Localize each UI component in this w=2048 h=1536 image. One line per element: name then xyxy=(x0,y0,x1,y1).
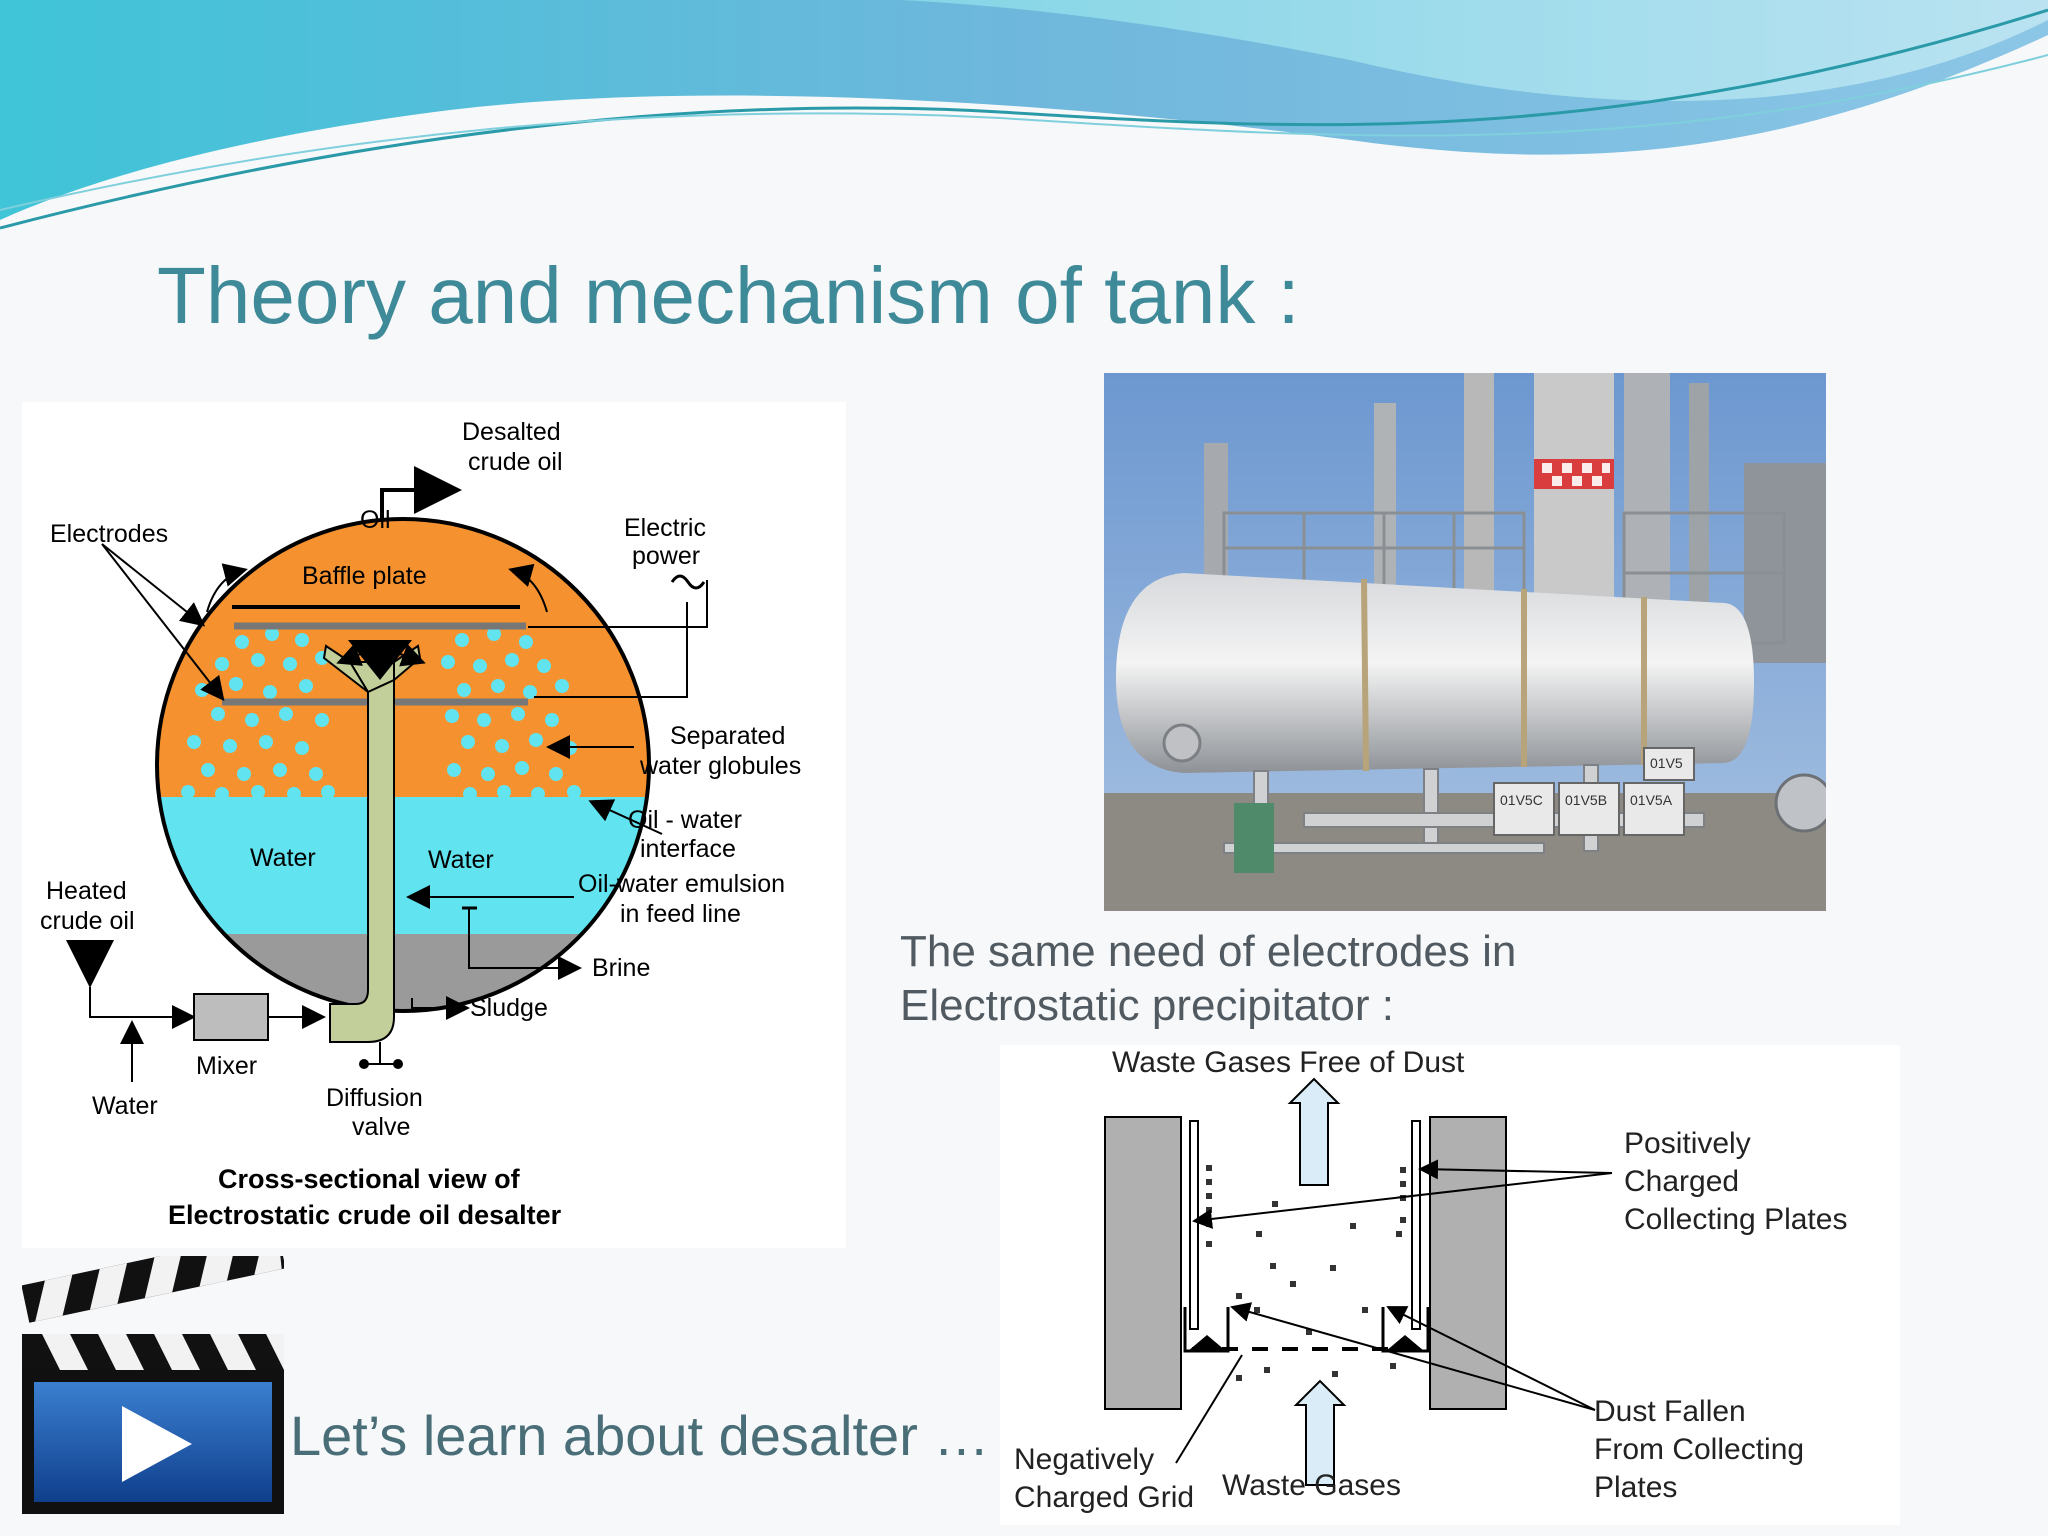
desalter-svg: Desalted crude oil Oil Electrodes Electr… xyxy=(40,418,801,1230)
mixer-box xyxy=(193,993,269,1041)
label-interface: Oil - water xyxy=(628,806,742,834)
esp-label-dust-fallen: Dust Fallen xyxy=(1594,1395,1746,1428)
horizontal-vessel xyxy=(1115,573,1754,773)
svg-text:From Collecting: From Collecting xyxy=(1594,1433,1804,1466)
label-mixer: Mixer xyxy=(196,1052,257,1080)
label-sludge: Sludge xyxy=(470,994,548,1022)
label-heated-crude: Heated xyxy=(46,877,127,905)
esp-label-positive-plates: Positively xyxy=(1624,1127,1751,1160)
label-electric-power: Electric xyxy=(624,514,706,542)
svg-text:interface: interface xyxy=(640,835,736,863)
svg-text:Charged Grid: Charged Grid xyxy=(1014,1481,1194,1514)
svg-text:power: power xyxy=(632,542,700,570)
tank-shell xyxy=(155,517,651,1013)
distributor-head xyxy=(348,640,412,680)
header-wave-decoration xyxy=(0,0,2048,230)
svg-text:Electrostatic crude oil desalt: Electrostatic crude oil desalter xyxy=(168,1200,562,1230)
esp-label-clean-gases: Waste Gases Free of Dust xyxy=(1112,1046,1465,1079)
diagram-caption: Cross-sectional view of xyxy=(218,1164,521,1194)
label-water-in: Water xyxy=(92,1092,158,1120)
video-link-learn-desalter[interactable]: Let’s learn about desalter … xyxy=(290,1404,990,1467)
refinery-photo: 01V5C 01V5B 01V5A 01V5 xyxy=(1104,373,1826,911)
svg-text:Collecting Plates: Collecting Plates xyxy=(1624,1203,1847,1236)
svg-text:Charged: Charged xyxy=(1624,1165,1739,1198)
photo-tag-2: 01V5B xyxy=(1565,792,1607,808)
clean-gas-arrow xyxy=(1287,1077,1341,1186)
feed-pipe xyxy=(329,676,395,1043)
label-water-left: Water xyxy=(250,844,316,872)
right-collecting-plate xyxy=(1411,1120,1421,1330)
svg-text:valve: valve xyxy=(352,1113,410,1141)
svg-text:Plates: Plates xyxy=(1594,1471,1677,1504)
label-diffusion-valve: Diffusion xyxy=(326,1084,423,1112)
play-icon xyxy=(122,1406,192,1482)
label-baffle-plate: Baffle plate xyxy=(302,562,427,590)
svg-text:crude oil: crude oil xyxy=(40,907,135,935)
photo-tag-1: 01V5C xyxy=(1500,792,1543,808)
inlet-gas-arrow xyxy=(1293,1379,1347,1486)
label-water-right: Water xyxy=(428,846,494,874)
desalter-diagram: Desalted crude oil Oil Electrodes Electr… xyxy=(22,402,846,1248)
esp-label-negative-grid: Negatively xyxy=(1014,1443,1154,1476)
svg-text:crude oil: crude oil xyxy=(468,448,563,476)
label-desalted: Desalted xyxy=(462,418,561,446)
photo-tag-3: 01V5A xyxy=(1630,792,1673,808)
slide-title: Theory and mechanism of tank : xyxy=(157,251,1300,340)
video-clapperboard-play-icon[interactable] xyxy=(21,1231,286,1514)
esp-label-waste-gases: Waste Gases xyxy=(1222,1469,1401,1502)
right-housing xyxy=(1429,1116,1507,1410)
esp-diagram: Waste Gases Free of Dust Positively Char… xyxy=(1000,1045,1900,1525)
svg-text:in feed line: in feed line xyxy=(620,900,741,928)
refinery-photo-illustration: 01V5C 01V5B 01V5A 01V5 xyxy=(1104,373,1826,911)
label-electrodes: Electrodes xyxy=(50,520,168,548)
left-collecting-plate xyxy=(1189,1120,1199,1330)
left-housing xyxy=(1104,1116,1182,1410)
esp-caption: The same need of electrodes in Electrost… xyxy=(900,927,1517,1030)
esp-svg: Waste Gases Free of Dust Positively Char… xyxy=(1014,1046,1847,1514)
label-separated: Separated xyxy=(670,722,785,750)
svg-text:water globules: water globules xyxy=(639,752,801,780)
label-emulsion: Oil-water emulsion xyxy=(578,870,785,898)
label-oil: Oil xyxy=(360,506,391,534)
label-brine: Brine xyxy=(592,954,650,982)
photo-tag-4: 01V5 xyxy=(1650,755,1683,771)
